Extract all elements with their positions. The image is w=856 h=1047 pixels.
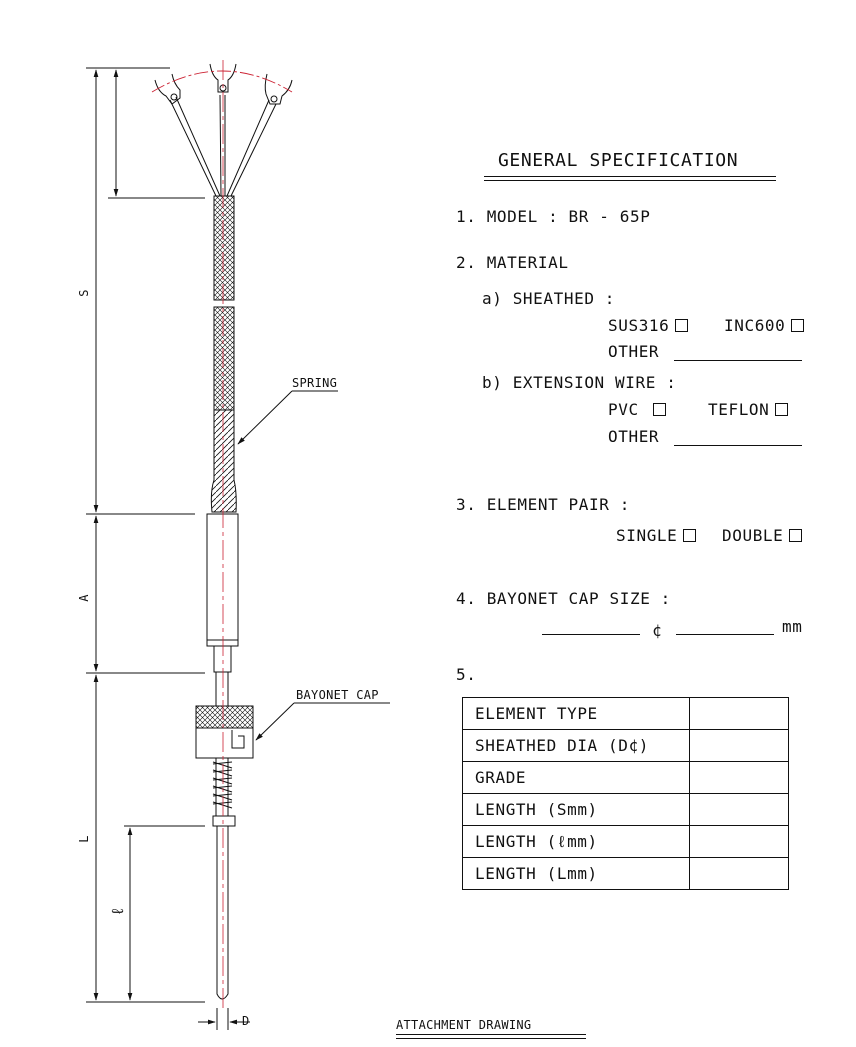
phi-symbol: ¢ <box>652 621 663 640</box>
other2-label: OTHER <box>608 427 660 446</box>
dim-s-label: S <box>76 289 91 297</box>
dim-l-label: L <box>76 835 91 843</box>
attachment-drawing-caption: ATTACHMENT DRAWING <box>396 1018 532 1032</box>
double-checkbox[interactable] <box>789 529 803 542</box>
table-row: LENGTH (Lmm) <box>462 857 789 890</box>
single-label: SINGLE <box>616 526 678 545</box>
bayonet-dia-field[interactable] <box>676 634 774 635</box>
teflon-option[interactable]: TEFLON <box>708 400 789 419</box>
coil-spring <box>212 757 233 817</box>
table-row: SHEATHED DIA (D¢) <box>462 729 789 762</box>
bayonet-cap-label: BAYONET CAP <box>296 688 379 702</box>
inc600-option[interactable]: INC600 <box>724 316 805 335</box>
row-label: LENGTH (ℓmm) <box>462 825 690 858</box>
table-row: GRADE <box>462 761 789 794</box>
row-value-cell[interactable] <box>689 857 789 890</box>
row-value-cell[interactable] <box>689 825 789 858</box>
bayonet-cap-heading: 4. BAYONET CAP SIZE : <box>456 589 671 608</box>
row-label: GRADE <box>462 761 690 794</box>
sus316-checkbox[interactable] <box>675 319 689 332</box>
single-checkbox[interactable] <box>683 529 697 542</box>
braided-cable-top <box>213 195 235 301</box>
inc600-label: INC600 <box>724 316 786 335</box>
pvc-option[interactable]: PVC <box>608 401 666 419</box>
double-option[interactable]: DOUBLE <box>722 526 803 545</box>
sus316-label: SUS316 <box>608 316 670 335</box>
item5-label: 5. <box>456 665 477 684</box>
row-label: LENGTH (Lmm) <box>462 857 690 890</box>
spring-body <box>210 409 237 513</box>
element-pair-heading: 3. ELEMENT PAIR : <box>456 495 630 514</box>
terminal-arc <box>151 70 293 93</box>
other1-label: OTHER <box>608 342 660 361</box>
table-row: ELEMENT TYPE <box>462 697 789 730</box>
dim-a-label: A <box>76 594 91 602</box>
neck <box>213 645 232 673</box>
mm-unit: mm <box>782 617 803 636</box>
single-option[interactable]: SINGLE <box>616 526 697 545</box>
teflon-checkbox[interactable] <box>775 403 789 416</box>
material-heading: 2. MATERIAL <box>456 253 569 272</box>
spade-terminals <box>154 63 293 105</box>
row-label: ELEMENT TYPE <box>462 697 690 730</box>
title-underline <box>484 176 776 177</box>
row-value-cell[interactable] <box>689 793 789 826</box>
double-label: DOUBLE <box>722 526 784 545</box>
spring-leader <box>238 390 338 444</box>
caption-underline <box>396 1034 586 1035</box>
dim-d-label: D <box>242 1014 250 1028</box>
fitting <box>212 815 236 827</box>
spring-label: SPRING <box>292 376 338 390</box>
pvc-label: PVC <box>608 400 639 419</box>
probe-sheath <box>216 826 229 1000</box>
sus316-option[interactable]: SUS316 <box>608 316 689 335</box>
row-label: LENGTH (Smm) <box>462 793 690 826</box>
table-row: LENGTH (ℓmm) <box>462 825 789 858</box>
pvc-checkbox[interactable] <box>652 403 666 416</box>
spec-title: GENERAL SPECIFICATION <box>498 150 739 171</box>
extension-wire-label: b) EXTENSION WIRE : <box>482 373 677 392</box>
bayonet-cap-knurl <box>195 705 254 729</box>
braided-cable-bottom <box>213 306 235 411</box>
row-value-cell[interactable] <box>689 729 789 762</box>
bayonet-leader <box>256 702 390 740</box>
dim-lsmall-label: ℓ <box>108 905 128 917</box>
teflon-label: TEFLON <box>708 400 770 419</box>
inc600-checkbox[interactable] <box>791 319 805 332</box>
sheathed-label: a) SHEATHED : <box>482 289 616 308</box>
handle-body <box>206 513 239 647</box>
spec-table: ELEMENT TYPE SHEATHED DIA (D¢) GRADE LEN… <box>462 697 789 890</box>
other1-field[interactable] <box>674 360 802 361</box>
other2-field[interactable] <box>674 445 802 446</box>
bayonet-length-field[interactable] <box>542 634 640 635</box>
row-value-cell[interactable] <box>689 697 789 730</box>
model-line: 1. MODEL : BR - 65P <box>456 207 651 226</box>
row-label: SHEATHED DIA (D¢) <box>462 729 690 762</box>
table-row: LENGTH (Smm) <box>462 793 789 826</box>
lead-wires <box>169 94 277 197</box>
row-value-cell[interactable] <box>689 761 789 794</box>
